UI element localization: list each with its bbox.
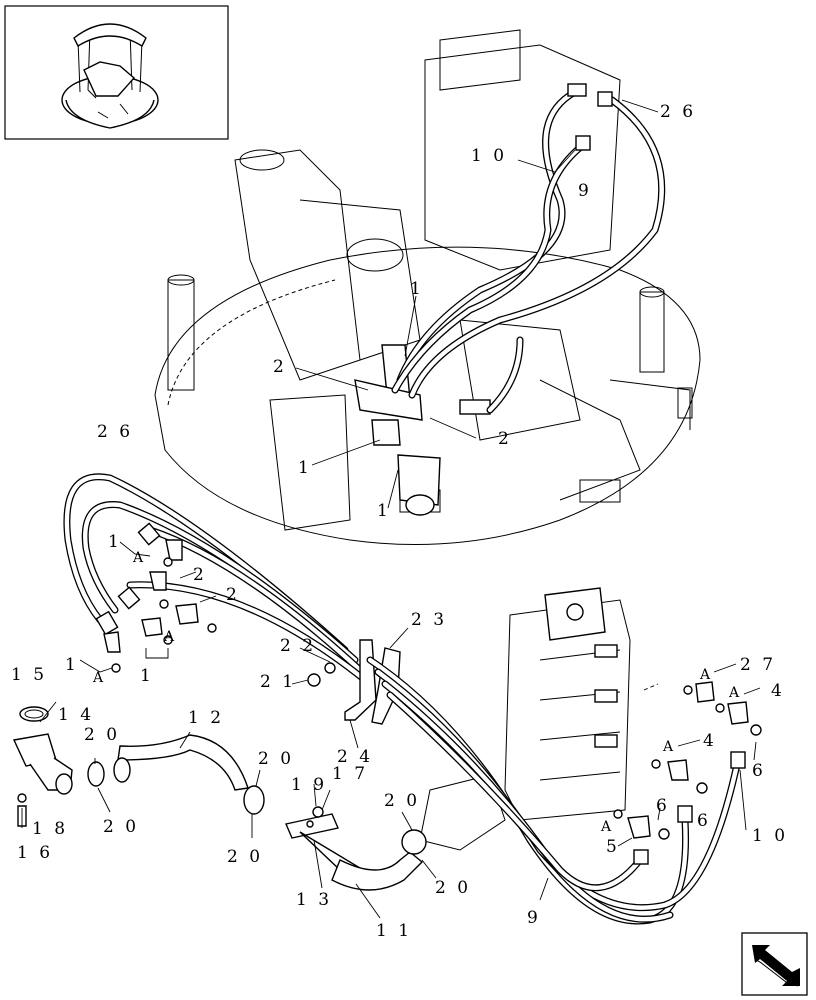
label-part-16: 1 6 (17, 843, 53, 863)
label-part-20e: 2 0 (384, 791, 420, 811)
label-part-A4a: A (728, 685, 740, 701)
label-part-A5: A (600, 819, 612, 835)
label-part-6a: 6 (752, 761, 766, 781)
label-part-19: 1 9 (291, 775, 327, 795)
label-part-20a: 2 0 (84, 725, 120, 745)
label-left-A1: A (132, 550, 144, 566)
label-top-2b: 2 (498, 429, 512, 449)
label-part-12: 1 2 (188, 708, 224, 728)
label-part-6c: 6 (697, 811, 711, 831)
label-part-20b: 2 0 (103, 817, 139, 837)
label-part-5: 5 (606, 837, 620, 857)
label-part-6b: 6 (656, 796, 670, 816)
label-part-22: 2 2 (280, 636, 316, 656)
label-left-2b: 2 (226, 585, 240, 605)
label-hose-26-top: 2 6 (660, 102, 696, 122)
top-hoses (391, 83, 666, 414)
long-hoses (366, 656, 746, 925)
label-left-A2: A (163, 629, 175, 645)
label-part-18: 1 8 (32, 819, 68, 839)
label-part-21: 2 1 (260, 672, 296, 692)
label-part-A27: A (699, 667, 711, 683)
label-part-13: 1 3 (296, 890, 332, 910)
label-hose-26-left: 2 6 (97, 422, 133, 442)
left-fittings (103, 539, 217, 673)
right-fittings (613, 681, 762, 840)
label-part-23: 2 3 (411, 610, 447, 630)
label-top-1a: 1 (410, 279, 424, 299)
view-direction-arrow-icon (741, 932, 808, 996)
suction-pipes (12, 706, 427, 891)
label-part-20d: 2 0 (227, 847, 263, 867)
label-part-9: 9 (527, 908, 541, 928)
inset-thumbnail (4, 5, 229, 140)
label-top-2a: 2 (273, 357, 287, 377)
label-part-4b: 4 (703, 731, 717, 751)
label-top-1c: 1 (377, 501, 391, 521)
upper-valve-assembly (354, 344, 491, 516)
label-left-1a: 1 (108, 532, 122, 552)
label-left-2a: 2 (193, 565, 207, 585)
label-top-1b: 1 (298, 458, 312, 478)
label-left-1c: 1 (65, 655, 79, 675)
label-part-20f: 2 0 (435, 878, 471, 898)
label-part-20c: 2 0 (258, 749, 294, 769)
top-leaders (295, 99, 659, 509)
left-leaders (79, 541, 217, 673)
label-hose-9-top: 9 (578, 181, 592, 201)
label-hose-10-top: 1 0 (471, 146, 507, 166)
label-part-24: 2 4 (337, 747, 373, 767)
control-valve-block (419, 587, 631, 851)
label-part-14: 1 4 (58, 705, 94, 725)
right-leaders (539, 663, 761, 901)
label-part-17: 1 7 (332, 764, 368, 784)
label-part-15: 1 5 (11, 665, 47, 685)
label-left-1b: 1 (140, 666, 154, 686)
label-part-10: 1 0 (752, 826, 788, 846)
label-part-A4b: A (662, 739, 674, 755)
label-part-27: 2 7 (740, 655, 776, 675)
suction-leaders (21, 701, 437, 919)
label-part-11: 1 1 (376, 921, 412, 941)
label-left-A3: A (92, 670, 104, 686)
label-part-4a: 4 (771, 681, 785, 701)
